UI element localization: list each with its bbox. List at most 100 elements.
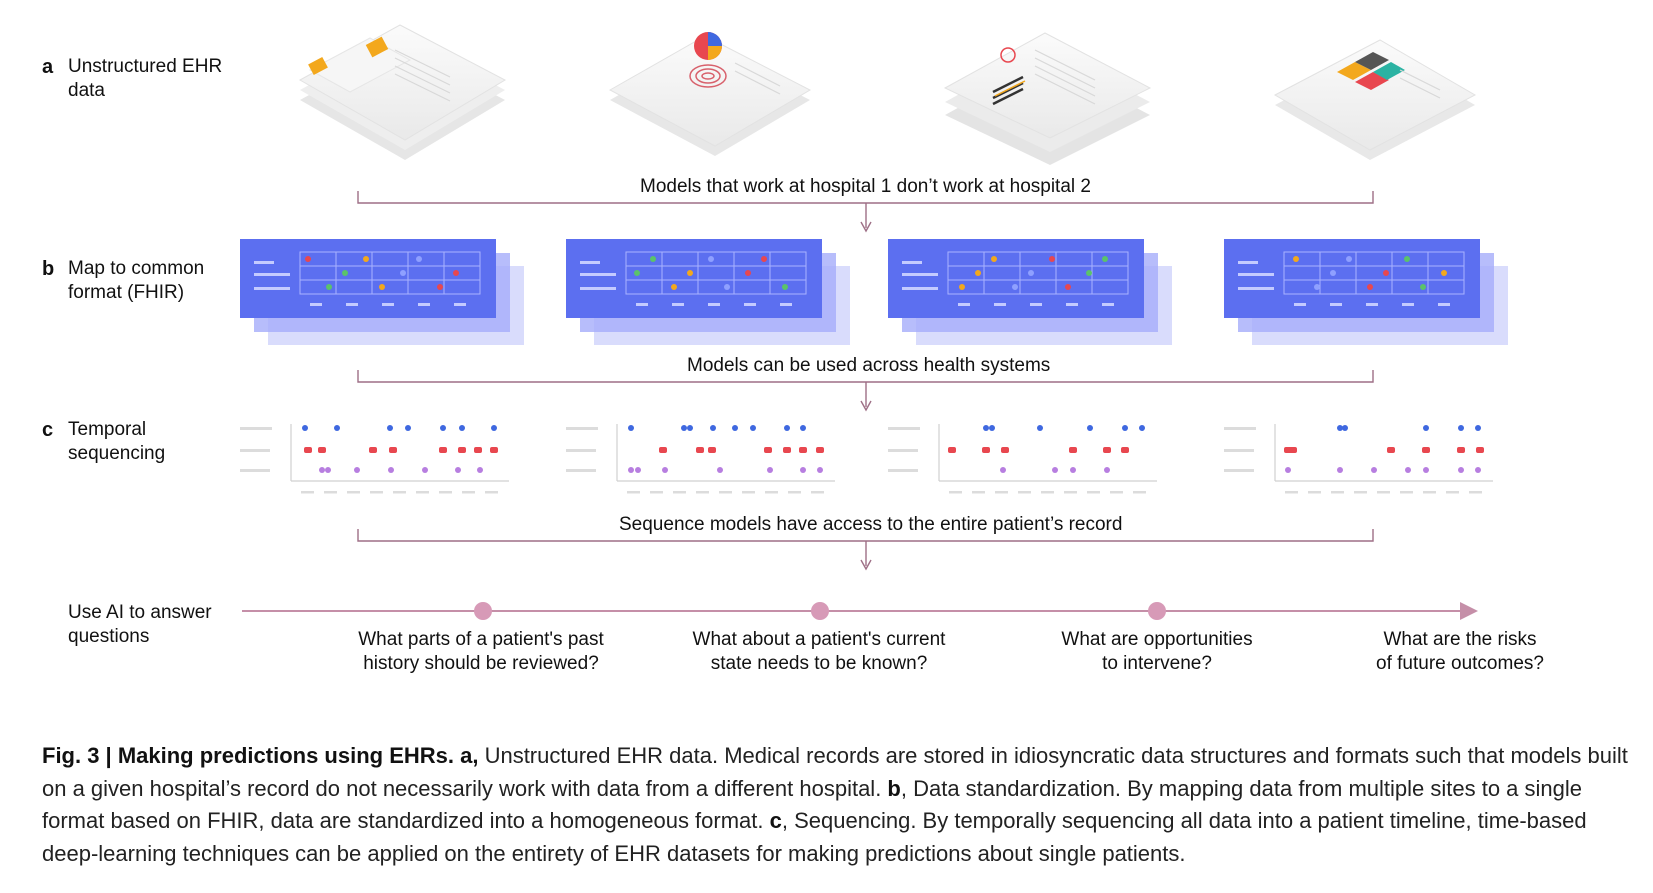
event-dot	[1121, 447, 1129, 453]
event-dot	[696, 447, 704, 453]
event-dot	[1000, 467, 1006, 473]
event-dot	[800, 467, 806, 473]
timeline-node-1	[474, 602, 492, 620]
event-dot	[681, 425, 687, 431]
fhir-panel-4	[1224, 239, 1508, 345]
fhir-panel-1	[240, 239, 524, 345]
event-dot	[710, 425, 716, 431]
event-dot	[325, 467, 331, 473]
event-dot	[989, 425, 995, 431]
event-dot	[387, 425, 393, 431]
caption-b-letter: b	[887, 775, 901, 801]
event-dot	[459, 425, 465, 431]
event-dot	[302, 425, 308, 431]
event-dot	[1104, 467, 1110, 473]
event-dot	[1289, 447, 1297, 453]
event-dot	[388, 467, 394, 473]
event-dot	[1458, 425, 1464, 431]
row-d-line1: Use AI to answer	[68, 602, 212, 623]
timeline-node-2	[811, 602, 829, 620]
event-dot	[1337, 467, 1343, 473]
bracket-a-caption: Models that work at hospital 1 don’t wor…	[638, 176, 1093, 198]
bracket-b-caption: Models can be used across health systems	[685, 355, 1053, 377]
fhir-panels	[240, 239, 1508, 345]
event-dot	[708, 447, 716, 453]
event-dot	[784, 425, 790, 431]
event-dot	[440, 425, 446, 431]
event-dot	[354, 467, 360, 473]
event-dot	[948, 447, 956, 453]
row-a-letter: a	[42, 56, 54, 78]
bracket-c-caption: Sequence models have access to the entir…	[617, 514, 1125, 536]
row-d-line2: questions	[68, 626, 150, 647]
event-dot	[1285, 467, 1291, 473]
event-dot	[1139, 425, 1145, 431]
bracket-b	[357, 370, 1374, 412]
event-dot	[458, 447, 466, 453]
figure-caption: Fig. 3 | Making predictions using EHRs. …	[42, 740, 1632, 870]
chip-icon	[308, 56, 328, 76]
timeline-1	[240, 424, 509, 494]
event-dot	[687, 425, 693, 431]
event-dot	[1475, 425, 1481, 431]
event-dot	[659, 447, 667, 453]
row-b-line1: Map to common	[68, 258, 205, 279]
event-dot	[389, 447, 397, 453]
event-dot	[817, 467, 823, 473]
event-dot	[1387, 447, 1395, 453]
event-dot	[1423, 467, 1429, 473]
event-dot	[304, 447, 312, 453]
event-dot	[1001, 447, 1009, 453]
timeline-3	[888, 424, 1157, 494]
event-dot	[1475, 467, 1481, 473]
event-dot	[1087, 425, 1093, 431]
event-dot	[334, 425, 340, 431]
event-dot	[1371, 467, 1377, 473]
bracket-c	[357, 529, 1374, 571]
event-dot	[662, 467, 668, 473]
event-dot	[717, 467, 723, 473]
document-stack-hospital-1	[298, 24, 507, 160]
event-dot	[318, 447, 326, 453]
row-b-letter: b	[42, 258, 55, 280]
event-dot	[477, 467, 483, 473]
event-dot	[474, 447, 482, 453]
event-dot	[764, 447, 772, 453]
caption-part-a: Unstructured EHR data. Medical records a…	[42, 743, 1628, 801]
event-dot	[455, 467, 461, 473]
event-dot	[732, 425, 738, 431]
event-dot	[628, 467, 634, 473]
row-a-line1: Unstructured EHR	[68, 56, 223, 77]
event-dot	[767, 467, 773, 473]
diagram-canvas	[240, 24, 1508, 620]
tiles-icon	[1337, 52, 1405, 90]
event-dot	[982, 447, 990, 453]
caption-title: Fig. 3 | Making predictions using EHRs. …	[42, 743, 479, 768]
spiral-icon	[689, 64, 727, 88]
event-dot	[635, 467, 641, 473]
event-dot	[490, 447, 498, 453]
event-dot	[1037, 425, 1043, 431]
event-dot	[1342, 425, 1348, 431]
timeline-node-3	[1148, 602, 1166, 620]
fhir-panel-3	[888, 239, 1172, 345]
ai-questions-timeline	[242, 602, 1478, 620]
event-dot	[799, 447, 807, 453]
event-dot	[1122, 425, 1128, 431]
event-dot	[800, 425, 806, 431]
chip-icon	[365, 36, 389, 58]
target-icon	[1000, 47, 1016, 63]
event-dot	[405, 425, 411, 431]
event-dot	[1337, 425, 1343, 431]
barcode-icon	[992, 75, 1024, 106]
document-stack-hospital-2	[608, 32, 812, 156]
event-dot	[816, 447, 824, 453]
event-dot	[1069, 447, 1077, 453]
caption-part-b: , Data standardization. By mapping data …	[42, 775, 1583, 834]
event-dot	[1422, 447, 1430, 453]
bracket-a	[357, 191, 1374, 233]
event-dot	[1457, 447, 1465, 453]
